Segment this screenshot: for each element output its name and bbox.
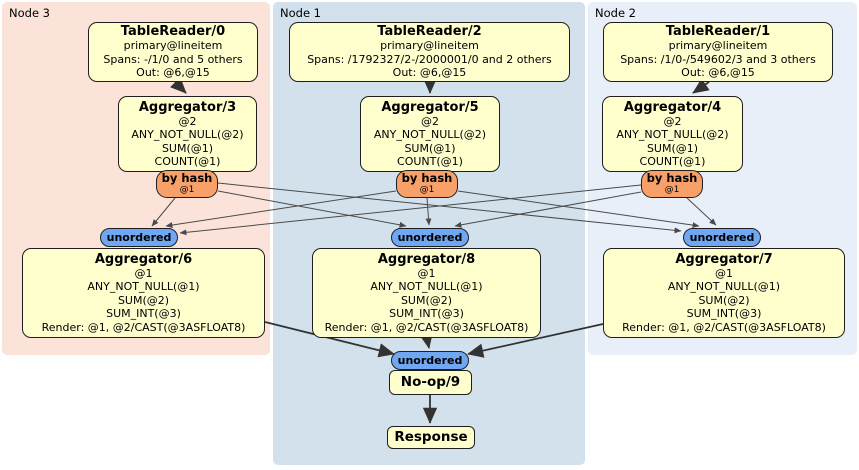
router-label: by hash [401, 171, 453, 185]
processor-detail: primary@lineitem [123, 39, 223, 53]
processor-noop-9: No-op/9 [389, 370, 472, 395]
sync-unordered-7: unordered [683, 228, 761, 247]
processor-detail: Out: @6,@15 [136, 66, 210, 80]
processor-detail: ANY_NOT_NULL(@2) [373, 128, 487, 141]
processor-detail: SUM(@2) [117, 293, 170, 307]
processor-tablereader-0: TableReader/0 primary@lineitem Spans: -/… [88, 22, 258, 82]
sync-unordered-8: unordered [391, 228, 469, 247]
sync-unordered-final: unordered [391, 351, 469, 370]
processor-detail: COUNT(@1) [397, 155, 463, 168]
cluster-label: Node 1 [280, 6, 321, 20]
sync-label: unordered [397, 354, 463, 367]
processor-detail: @2 [421, 114, 439, 128]
processor-title: Response [394, 429, 468, 445]
processor-response: Response [387, 426, 475, 449]
processor-detail: @1 [134, 266, 153, 280]
processor-aggregator-4: Aggregator/4 @2 ANY_NOT_NULL(@2) SUM(@1)… [602, 96, 743, 172]
processor-title: Aggregator/6 [94, 251, 193, 267]
processor-aggregator-5: Aggregator/5 @2 ANY_NOT_NULL(@2) SUM(@1)… [360, 96, 500, 172]
processor-detail: SUM(@2) [698, 293, 750, 307]
sync-label: unordered [106, 231, 172, 244]
sync-label: unordered [397, 231, 463, 244]
cluster-label: Node 3 [9, 6, 50, 20]
processor-detail: primary@lineitem [668, 39, 768, 53]
router-columns: @1 [179, 185, 195, 195]
processor-detail: @2 [663, 114, 682, 128]
processor-detail: Out: @6,@15 [681, 66, 755, 80]
processor-detail: SUM(@2) [400, 293, 453, 307]
processor-tablereader-2: TableReader/2 primary@lineitem Spans: /1… [289, 22, 570, 82]
router-label: by hash [646, 171, 698, 185]
processor-detail: SUM(@1) [646, 141, 699, 155]
processor-detail: Spans: /1792327/2-/2000001/0 and 2 other… [307, 52, 552, 66]
processor-detail: @1 [417, 266, 436, 280]
processor-detail: Out: @6,@15 [392, 66, 467, 80]
processor-title: No-op/9 [400, 374, 461, 390]
router-label: by hash [161, 171, 213, 185]
processor-detail: ANY_NOT_NULL(@1) [87, 280, 200, 294]
processor-detail: SUM(@1) [404, 141, 456, 155]
processor-detail: ANY_NOT_NULL(@1) [370, 280, 483, 294]
processor-title: TableReader/1 [665, 24, 771, 40]
processor-detail: @2 [178, 114, 197, 128]
sync-unordered-6: unordered [100, 228, 178, 247]
processor-title: Aggregator/4 [623, 99, 722, 115]
processor-title: TableReader/0 [120, 24, 226, 40]
router-by-hash-4: by hash @1 [641, 170, 703, 198]
processor-title: TableReader/2 [377, 24, 482, 40]
processor-detail: COUNT(@1) [154, 155, 221, 168]
router-by-hash-3: by hash @1 [156, 170, 218, 198]
processor-title: Aggregator/5 [381, 99, 479, 115]
processor-detail: SUM_INT(@3) [389, 307, 464, 321]
processor-title: Aggregator/8 [377, 251, 476, 267]
processor-detail: @1 [715, 266, 733, 280]
processor-aggregator-8: Aggregator/8 @1 ANY_NOT_NULL(@1) SUM(@2)… [312, 248, 541, 338]
processor-detail: ANY_NOT_NULL(@2) [616, 128, 729, 141]
processor-aggregator-6: Aggregator/6 @1 ANY_NOT_NULL(@1) SUM(@2)… [22, 248, 265, 338]
processor-aggregator-3: Aggregator/3 @2 ANY_NOT_NULL(@2) SUM(@1)… [118, 96, 257, 172]
processor-detail: primary@lineitem [380, 39, 479, 53]
router-columns: @1 [419, 185, 435, 195]
processor-detail: ANY_NOT_NULL(@2) [131, 128, 244, 141]
processor-title: Aggregator/7 [675, 251, 773, 267]
processor-tablereader-1: TableReader/1 primary@lineitem Spans: /1… [603, 22, 833, 82]
processor-detail: Render: @1, @2/CAST(@3ASFLOAT8) [622, 320, 826, 334]
processor-detail: SUM_INT(@3) [686, 307, 762, 321]
sync-label: unordered [689, 231, 755, 244]
processor-detail: SUM(@1) [161, 141, 214, 155]
router-by-hash-5: by hash @1 [396, 170, 458, 198]
processor-detail: SUM_INT(@3) [106, 307, 181, 321]
processor-detail: COUNT(@1) [639, 155, 706, 168]
processor-detail: Render: @1, @2/CAST(@3ASFLOAT8) [41, 320, 246, 334]
processor-detail: Spans: /1/0-/549602/3 and 3 others [620, 52, 816, 66]
processor-title: Aggregator/3 [138, 99, 237, 115]
processor-aggregator-7: Aggregator/7 @1 ANY_NOT_NULL(@1) SUM(@2)… [603, 248, 845, 338]
router-columns: @1 [664, 185, 680, 195]
processor-detail: ANY_NOT_NULL(@1) [667, 280, 781, 294]
processor-detail: Render: @1, @2/CAST(@3ASFLOAT8) [324, 320, 529, 334]
cluster-label: Node 2 [595, 6, 636, 20]
processor-detail: Spans: -/1/0 and 5 others [103, 52, 243, 66]
